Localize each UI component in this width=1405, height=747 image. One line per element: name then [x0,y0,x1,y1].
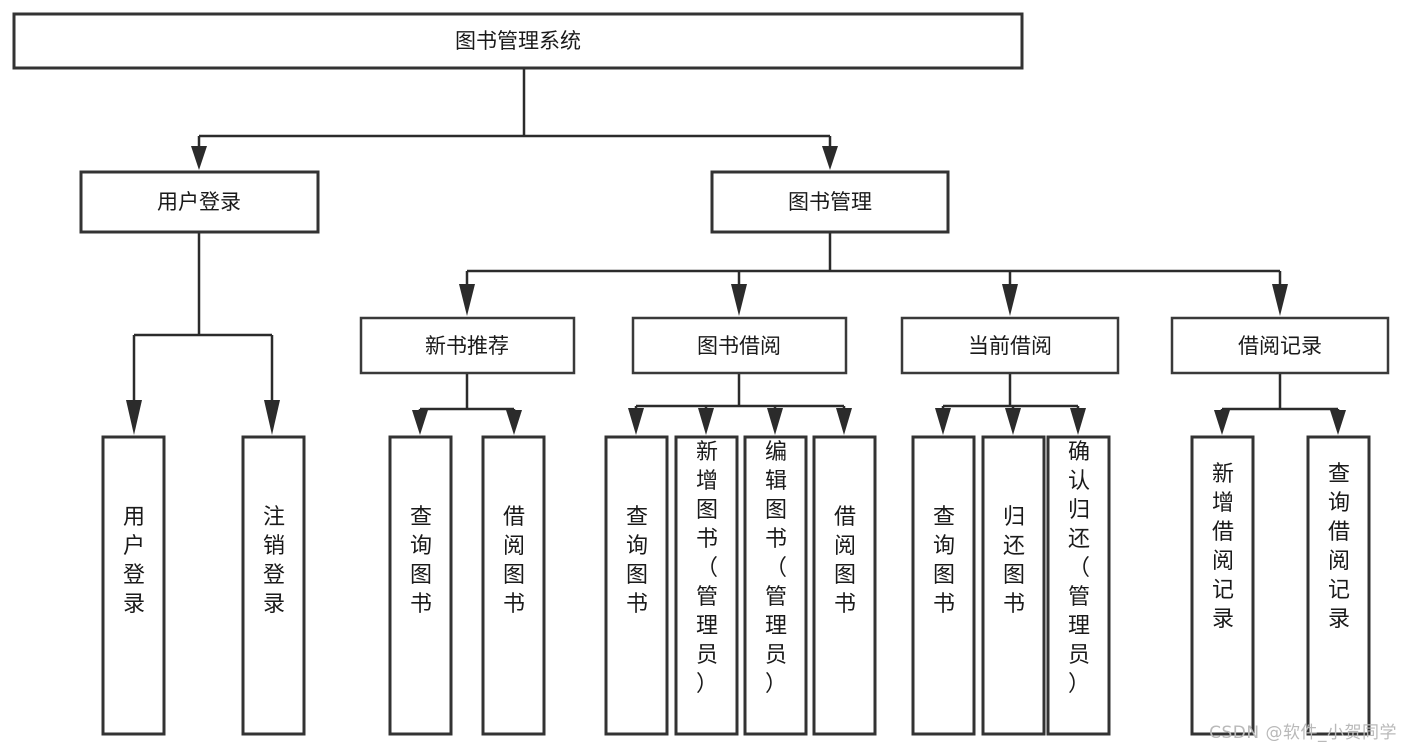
node-leaf-confirm-return-box [1046,435,1111,736]
node-leaf-return-book[interactable]: 归还图书 [981,435,1046,736]
node-leaf-confirm-return[interactable]: 确认归还（管理员） [1046,435,1111,736]
node-borrow-record[interactable]: 借阅记录 [1170,316,1390,375]
node-leaf-add-book-label: 新增图书（管理员） [696,440,718,697]
arrow-head-current-borrow [1002,284,1018,316]
node-leaf-edit-book-label: 编辑图书（管理员） [765,440,787,697]
node-leaf-confirm-return-label: 确认归还（管理员） [1068,440,1090,697]
node-user-login-box [79,170,320,234]
node-leaf-user-login-label: 用户登录 [123,505,145,617]
node-current-borrow-box [900,316,1120,375]
node-leaf-query-book-2-label: 查询图书 [626,505,648,617]
node-leaf-query-record-label: 查询借阅记录 [1328,462,1350,632]
connectors-layer [126,68,1346,435]
arrow-head-borrow-record [1272,284,1288,316]
node-current-borrow-label: 当前借阅 [968,334,1052,358]
node-leaf-query-book-2[interactable]: 查询图书 [604,435,669,736]
node-leaf-query-book-3-box [911,435,976,736]
arrow-head-new-book-recommend [459,284,475,316]
node-current-borrow[interactable]: 当前借阅 [900,316,1120,375]
node-book-borrow-box [631,316,848,375]
node-borrow-record-box [1170,316,1390,375]
node-leaf-query-record[interactable]: 查询借阅记录 [1306,435,1371,736]
node-user-login[interactable]: 用户登录 [79,170,320,234]
node-leaf-edit-book[interactable]: 编辑图书（管理员） [743,435,808,736]
node-leaf-query-record-box [1306,435,1371,736]
node-leaf-add-record-box [1190,435,1255,736]
node-user-login-label: 用户登录 [157,190,241,214]
node-leaf-borrow-book-2-box [812,435,877,736]
node-leaf-query-book-1-box [388,435,453,736]
node-leaf-borrow-book-1[interactable]: 借阅图书 [481,435,546,736]
node-book-borrow-label: 图书借阅 [697,334,781,358]
node-leaf-add-record-label: 新增借阅记录 [1212,462,1234,632]
node-leaf-edit-book-box [743,435,808,736]
arrow-head-leaf-edit-book [767,408,783,435]
arrow-head-leaf-borrow-book-1 [506,410,522,435]
node-leaf-borrow-book-2-label: 借阅图书 [834,505,856,617]
node-book-manage-label: 图书管理 [788,190,872,214]
arrow-head-leaf-confirm-return [1070,408,1086,435]
node-leaf-user-login[interactable]: 用户登录 [101,435,166,736]
node-root-box [12,12,1024,70]
node-leaf-user-logout-label: 注销登录 [263,505,285,617]
node-new-book-recommend[interactable]: 新书推荐 [359,316,576,375]
arrow-head-leaf-query-record [1330,410,1346,435]
node-leaf-user-logout[interactable]: 注销登录 [241,435,306,736]
node-leaf-borrow-book-1-box [481,435,546,736]
arrow-head-leaf-query-book-1 [412,410,428,435]
arrow-head-user-login [191,146,207,170]
arrow-head-leaf-return-book [1005,408,1021,435]
node-leaf-query-book-2-box [604,435,669,736]
node-book-borrow[interactable]: 图书借阅 [631,316,848,375]
node-leaf-query-book-3[interactable]: 查询图书 [911,435,976,736]
arrow-head-leaf-user-login [126,400,142,435]
csdn-watermark: CSDN @软件_小贺同学 [1209,723,1397,743]
arrow-head-book-manage [822,146,838,170]
node-leaf-query-book-1-label: 查询图书 [410,505,432,617]
node-leaf-add-book[interactable]: 新增图书（管理员） [674,435,739,736]
arrow-head-leaf-query-book-3 [935,408,951,435]
node-leaf-user-login-box [101,435,166,736]
node-book-manage-box [710,170,950,234]
node-root-label: 图书管理系统 [455,29,581,53]
node-leaf-borrow-book-1-label: 借阅图书 [503,505,525,617]
node-leaf-query-book-1[interactable]: 查询图书 [388,435,453,736]
node-leaf-return-book-label: 归还图书 [1003,505,1025,617]
node-root[interactable]: 图书管理系统 [12,12,1024,70]
node-leaf-user-logout-box [241,435,306,736]
node-leaf-add-book-box [674,435,739,736]
node-new-book-recommend-box [359,316,576,375]
node-leaf-add-record[interactable]: 新增借阅记录 [1190,435,1255,736]
arrow-head-leaf-query-book-2 [628,408,644,435]
arrow-head-leaf-user-logout [264,400,280,435]
node-book-manage[interactable]: 图书管理 [710,170,950,234]
node-leaf-return-book-box [981,435,1046,736]
arrow-head-book-borrow [731,284,747,316]
node-leaf-query-book-3-label: 查询图书 [933,505,955,617]
arrow-head-leaf-add-book [698,408,714,435]
node-leaf-borrow-book-2[interactable]: 借阅图书 [812,435,877,736]
arrow-head-leaf-add-record [1214,410,1230,435]
node-borrow-record-label: 借阅记录 [1238,334,1322,358]
node-new-book-recommend-label: 新书推荐 [425,334,509,358]
arrow-head-leaf-borrow-book-2 [836,408,852,435]
